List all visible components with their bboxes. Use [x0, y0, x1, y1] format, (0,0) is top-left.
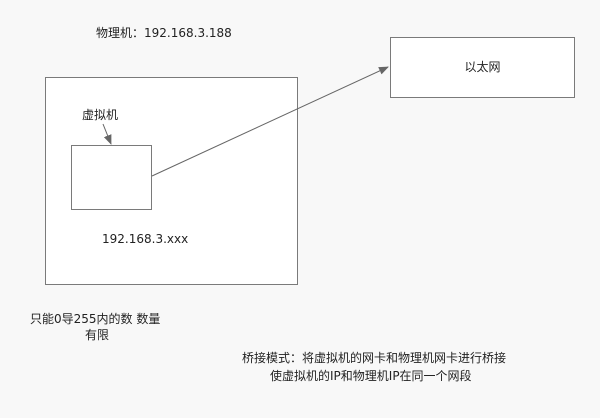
vm-label-pointer-arrow — [102, 123, 112, 145]
bridge-mode-line2: 使虚拟机的IP和物理机IP在同一个网段 — [270, 369, 472, 383]
range-note-line2: 有限 — [85, 328, 110, 342]
virtual-machine-ip: 192.168.3.xxx — [102, 232, 189, 246]
physical-machine-title: 物理机：192.168.3.188 — [96, 26, 232, 40]
virtual-machine-box — [71, 145, 152, 210]
ethernet-label: 以太网 — [464, 60, 501, 74]
ethernet-box — [390, 37, 575, 98]
range-note-line1: 只能0导255内的数 数量 — [30, 312, 161, 326]
bridge-connection-arrow — [151, 66, 389, 177]
bridge-mode-line1: 桥接模式：将虚拟机的网卡和物理机网卡进行桥接 — [242, 351, 507, 365]
virtual-machine-label: 虚拟机 — [82, 108, 119, 122]
